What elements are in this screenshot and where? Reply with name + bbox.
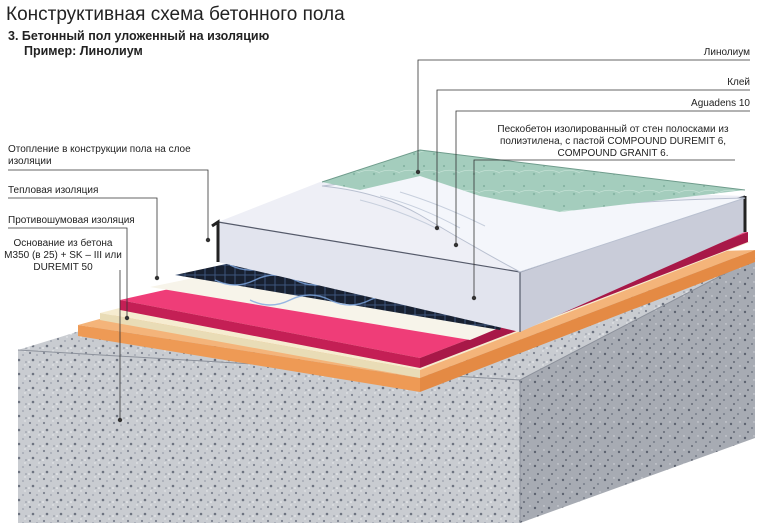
label-glue: Клей xyxy=(727,77,750,88)
concrete-base-front xyxy=(18,350,520,523)
label-screed: Пескобетон изолированный от стен полоска… xyxy=(497,124,729,159)
label-heating: Отопление в конструкции пола на слое изо… xyxy=(8,144,191,167)
label-acoustic: Противошумовая изоляция xyxy=(8,215,135,226)
diagram-example: Пример: Линолиум xyxy=(24,44,143,58)
diagram-title: Конструктивная схема бетонного пола xyxy=(6,4,345,25)
concrete-base-side xyxy=(520,258,755,523)
linoleum-layer xyxy=(322,150,745,212)
screed-front xyxy=(218,222,520,332)
label-base: Основание из бетона М350 (в 25) + SK – I… xyxy=(4,238,122,273)
label-linoleum: Линолиум xyxy=(703,47,750,58)
screed-side xyxy=(520,196,745,332)
acoustic-layer-front xyxy=(78,325,420,392)
leader-lines xyxy=(8,59,750,420)
noise-insulation-front xyxy=(120,300,420,368)
diagram-subtitle: 3. Бетонный пол уложенный на изоляцию xyxy=(8,29,270,43)
label-thermal: Тепловая изоляция xyxy=(8,185,99,196)
leader-dots xyxy=(117,169,477,423)
label-aguadens: Aguadens 10 xyxy=(691,98,750,109)
